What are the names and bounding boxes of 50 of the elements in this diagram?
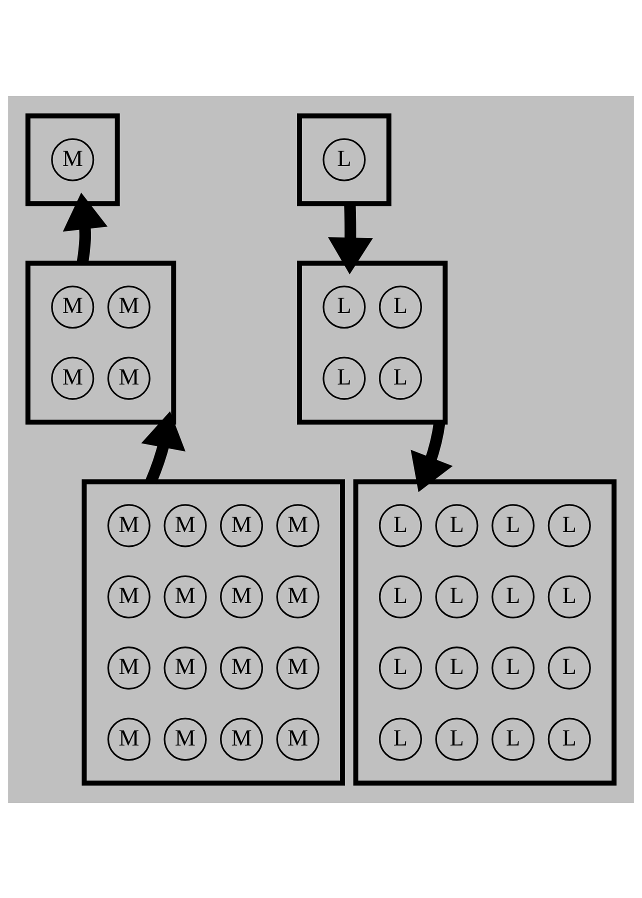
node-circle: M <box>107 574 150 618</box>
node-circle: M <box>107 504 150 547</box>
node-circle: L <box>322 138 366 181</box>
node-circle: M <box>220 504 264 547</box>
node-circle: M <box>107 646 150 690</box>
node-circle: L <box>548 574 591 618</box>
node-circle: L <box>492 717 535 760</box>
cluster <box>353 478 617 786</box>
cluster <box>25 112 120 206</box>
node-circle: M <box>220 646 264 690</box>
node-circle: M <box>107 285 150 328</box>
cluster <box>25 260 176 424</box>
node-circle: M <box>164 646 207 690</box>
node-circle: L <box>378 646 422 690</box>
node-circle: M <box>220 717 264 760</box>
node-circle: L <box>378 717 422 760</box>
node-circle: L <box>435 646 478 690</box>
node-circle: L <box>492 504 535 547</box>
node-circle: M <box>51 285 94 328</box>
cluster <box>82 478 345 786</box>
node-circle: L <box>492 646 535 690</box>
cluster <box>297 260 448 424</box>
node-circle: M <box>107 356 150 400</box>
node-circle: L <box>378 356 422 400</box>
node-circle: L <box>548 504 591 547</box>
node-circle: M <box>276 646 320 690</box>
node-circle: L <box>435 574 478 618</box>
node-circle: L <box>378 574 422 618</box>
node-circle: L <box>435 504 478 547</box>
node-circle: M <box>164 504 207 547</box>
node-circle: M <box>220 574 264 618</box>
node-circle: M <box>276 574 320 618</box>
node-circle: L <box>322 356 366 400</box>
node-circle: L <box>378 504 422 547</box>
cluster <box>297 112 392 206</box>
node-circle: M <box>51 356 94 400</box>
node-circle: L <box>322 285 366 328</box>
node-circle: L <box>492 574 535 618</box>
node-circle: M <box>276 504 320 547</box>
arrow <box>62 192 108 264</box>
node-circle: M <box>107 717 150 760</box>
node-circle: M <box>51 138 94 181</box>
node-circle: M <box>276 717 320 760</box>
arrow <box>141 410 186 484</box>
node-circle: L <box>548 646 591 690</box>
node-circle: L <box>548 717 591 760</box>
node-circle: L <box>435 717 478 760</box>
node-circle: M <box>164 574 207 618</box>
node-circle: M <box>164 717 207 760</box>
node-circle: L <box>378 285 422 328</box>
